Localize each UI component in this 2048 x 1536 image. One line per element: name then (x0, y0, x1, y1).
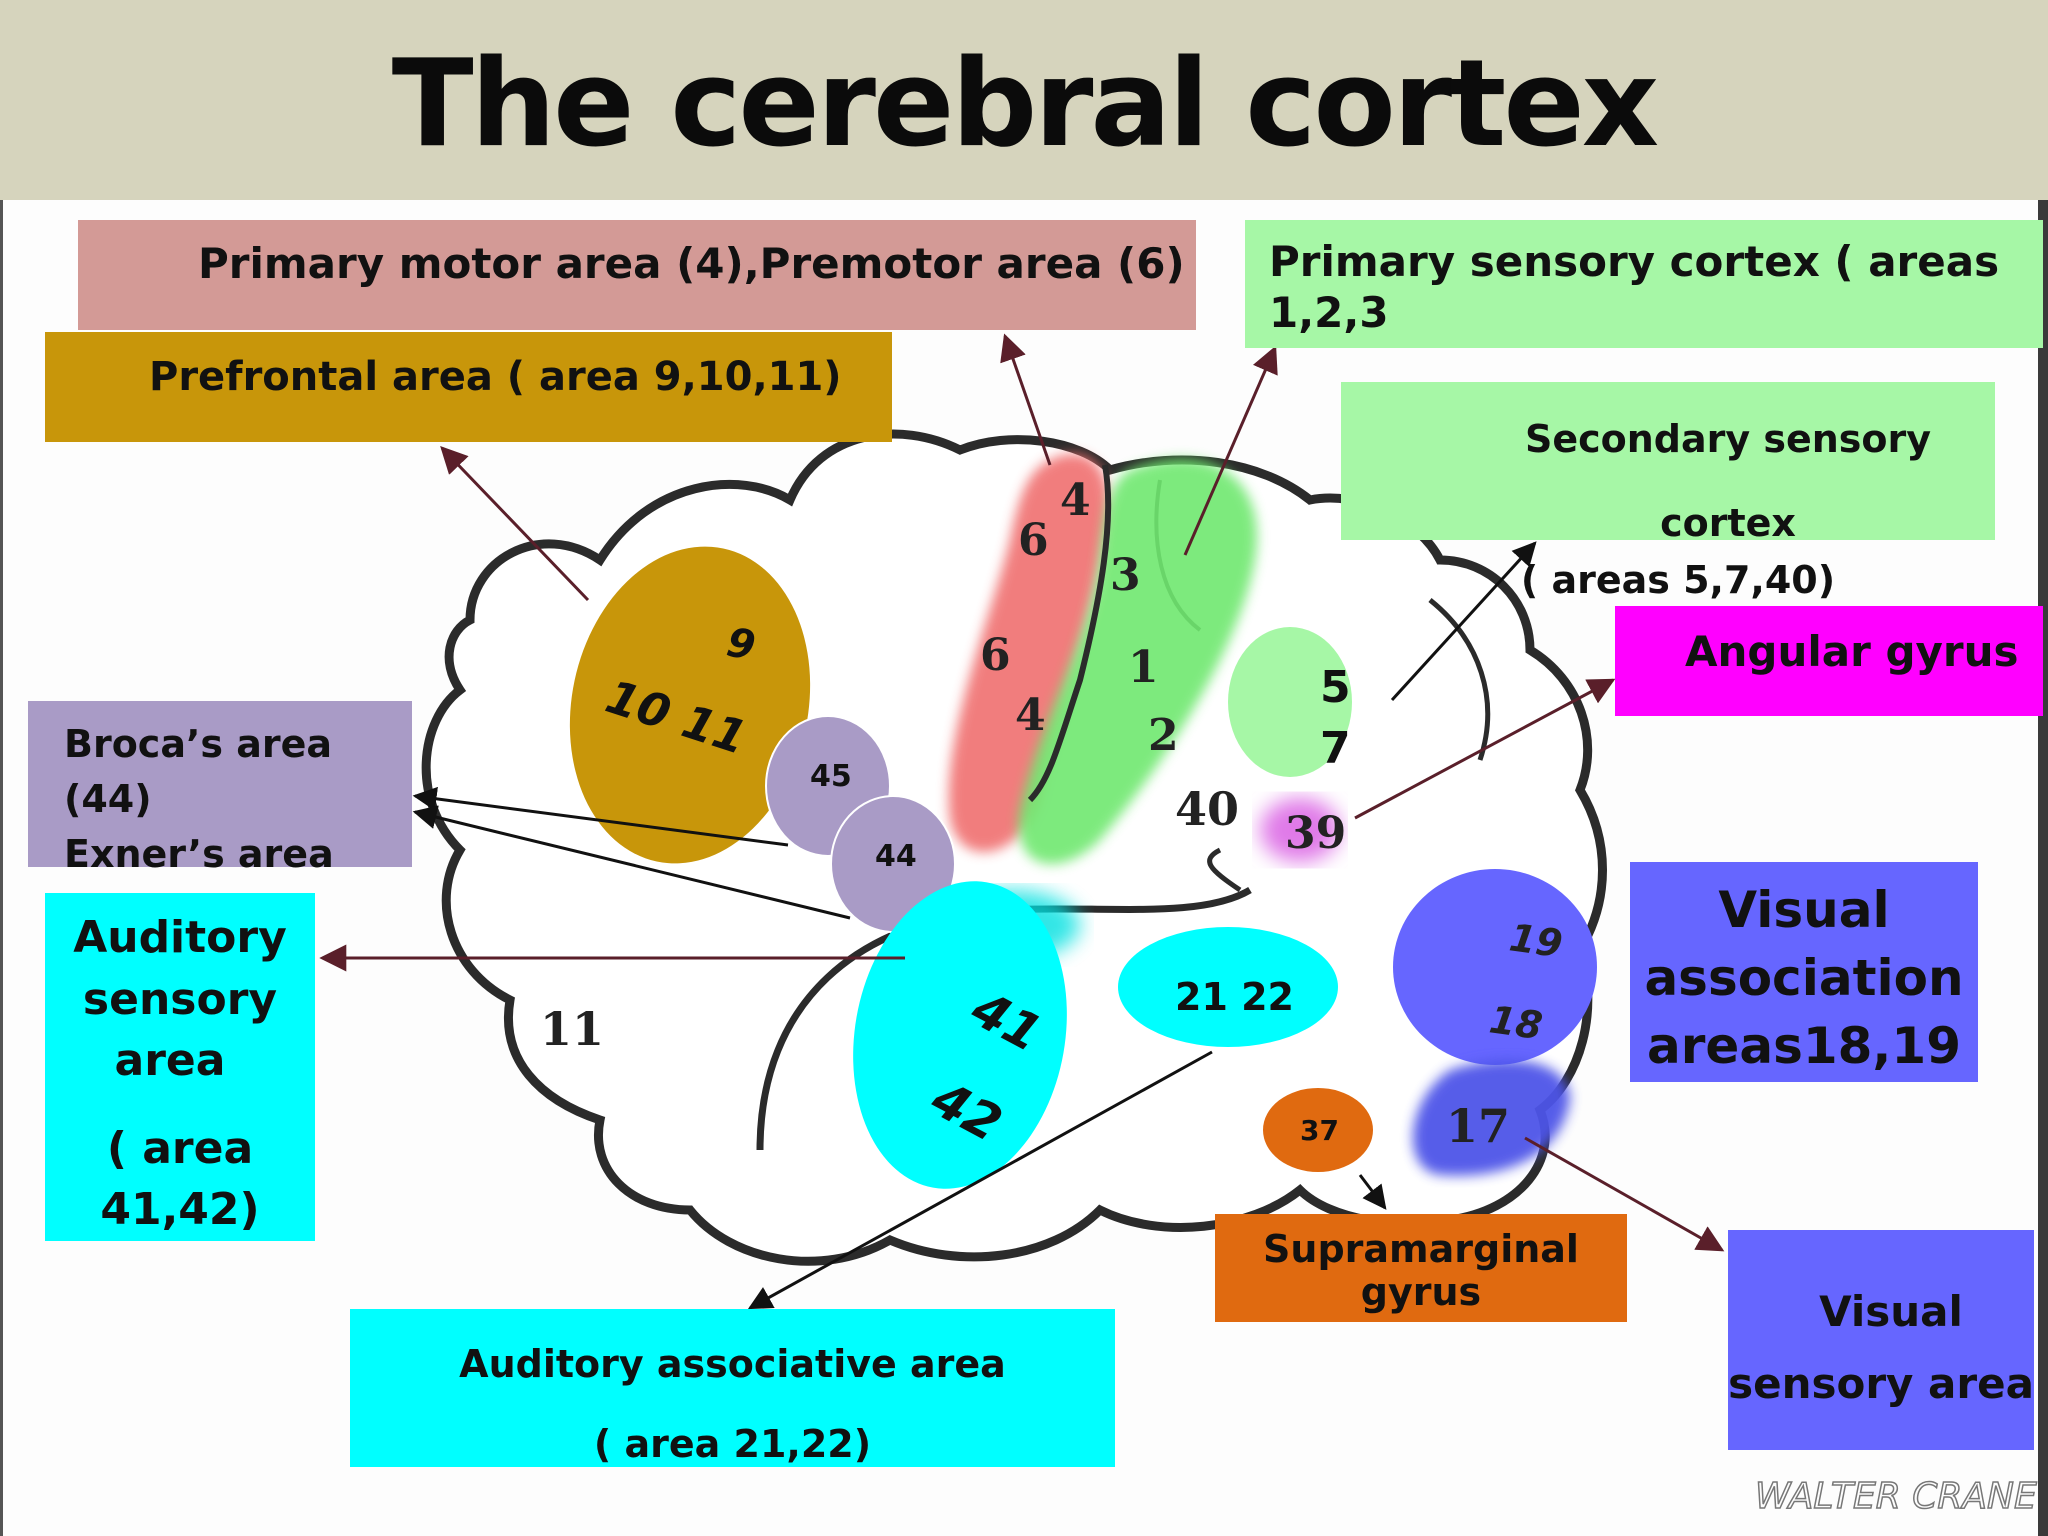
label-supramarginal-line1: Supramarginal (1263, 1227, 1579, 1271)
arrow-auditory-assoc (747, 1050, 1213, 1310)
label-visual-assoc-line1: Visual (1718, 881, 1890, 939)
label-auditory-sensory: Auditory sensory area ( area 41,42) (45, 893, 315, 1241)
label-secondary-line2: ( areas 5,7,40) (1520, 558, 1836, 603)
arrow-broca (412, 805, 851, 920)
label-motor-text: Primary motor area (4),Premotor area (6) (198, 239, 1185, 288)
area-label-18: 18 (1487, 997, 1545, 1048)
area-label-1: 1 (1128, 642, 1159, 693)
label-supramarginal-line2: gyrus (1360, 1269, 1482, 1314)
label-secondary-sensory: Secondary sensory cortex ( areas 5,7,40) (1341, 382, 1995, 602)
label-broca-exner: Broca’s area (44) Exner’s area (45) (28, 701, 412, 931)
label-broca-line1: Broca’s area (44) (64, 722, 333, 822)
area-37-region (1263, 1088, 1373, 1172)
label-auditory-sensory-line1: Auditory (73, 912, 287, 963)
label-visual-sensory-line2: sensory area (1728, 1359, 2034, 1409)
area-label-45: 45 (810, 759, 852, 794)
area-label-39: 39 (1285, 808, 1346, 859)
label-auditory-sensory-line2: sensory (82, 973, 278, 1025)
area-39-region (1260, 798, 1340, 862)
label-secondary-line1: Secondary sensory cortex (1524, 417, 1932, 545)
area-label-6-top: 6 (1018, 515, 1049, 566)
area-5-7-region (1228, 627, 1352, 777)
label-auditory-assoc-line1: Auditory associative area (459, 1342, 1006, 1386)
area-label-2: 2 (1148, 710, 1179, 761)
area-label-21-22: 21 22 (1175, 975, 1294, 1019)
central-sulcus (1027, 464, 1112, 803)
arrow-primary-sensory (1183, 345, 1278, 556)
sulcus-1 (1207, 847, 1242, 893)
area-label-7: 7 (1320, 723, 1351, 774)
arrow-motor (1000, 333, 1052, 466)
label-visual-sensory-line1: Visual (1819, 1287, 1963, 1336)
area-41-42-region (853, 881, 1067, 1189)
arrow-visual-sensory (1524, 1136, 1725, 1252)
label-visual-sensory: Visual sensory area (1728, 1230, 2034, 1450)
label-motor-area: Primary motor area (4),Premotor area (6) (78, 220, 1196, 330)
area-label-4-bottom: 4 (1015, 690, 1046, 741)
arrow-secondary-sensory (1390, 541, 1537, 702)
area-label-40: 40 (1175, 782, 1239, 836)
label-prefrontal-text: Prefrontal area ( area 9,10,11) (149, 354, 842, 400)
label-auditory-sensory-line4: ( area (106, 1122, 254, 1174)
label-primary-sensory-line2: 1,2,3 (1269, 288, 1389, 338)
title-bar: The cerebral cortex (0, 0, 2048, 200)
label-auditory-sensory-line3: area (114, 1035, 226, 1087)
arrow-prefrontal (440, 446, 590, 602)
area-17-region (1412, 1060, 1570, 1176)
page-title: The cerebral cortex (391, 35, 1659, 174)
sensory-strip (1018, 458, 1258, 864)
area-label-11: 11 (540, 1002, 604, 1056)
sulcus-2 (1428, 598, 1491, 761)
arrow-supramarginal (1358, 1174, 1387, 1210)
label-angular-text: Angular gyrus (1685, 627, 2019, 676)
label-prefrontal: Prefrontal area ( area 9,10,11) (45, 332, 892, 442)
label-auditory-sensory-line5: 41,42) (100, 1184, 260, 1236)
area-18-19-region (1393, 869, 1597, 1065)
arrow-exner (412, 786, 789, 847)
area-label-4-top: 4 (1060, 475, 1091, 526)
label-supramarginal: Supramarginal gyrus (1215, 1214, 1627, 1322)
label-angular-gyrus: Angular gyrus (1615, 606, 2043, 716)
area-label-17: 17 (1446, 1099, 1510, 1153)
area-label-44: 44 (875, 839, 917, 874)
label-visual-assoc-line2: association (1644, 949, 1964, 1007)
area-label-19: 19 (1507, 915, 1565, 966)
artist-signature: WALTER CRANE (1755, 1476, 2037, 1517)
label-primary-sensory: Primary sensory cortex ( areas 1,2,3 (1245, 220, 2043, 348)
area-label-6-bottom: 6 (980, 630, 1011, 681)
area-label-37: 37 (1300, 1114, 1339, 1147)
label-visual-association: Visual association areas18,19 (1630, 862, 1978, 1082)
prefrontal-region (569, 546, 811, 864)
label-primary-sensory-line1: Primary sensory cortex ( areas (1269, 237, 2000, 286)
area-label-3: 3 (1110, 550, 1141, 601)
label-auditory-assoc-line2: ( area 21,22) (593, 1421, 872, 1466)
arrow-angular (1354, 678, 1616, 820)
label-auditory-associative: Auditory associative area ( area 21,22) (350, 1309, 1115, 1467)
area-21-22-region (1118, 927, 1338, 1047)
label-visual-assoc-line3: areas18,19 (1647, 1017, 1961, 1075)
area-label-5: 5 (1320, 662, 1351, 713)
motor-strip (948, 453, 1109, 853)
